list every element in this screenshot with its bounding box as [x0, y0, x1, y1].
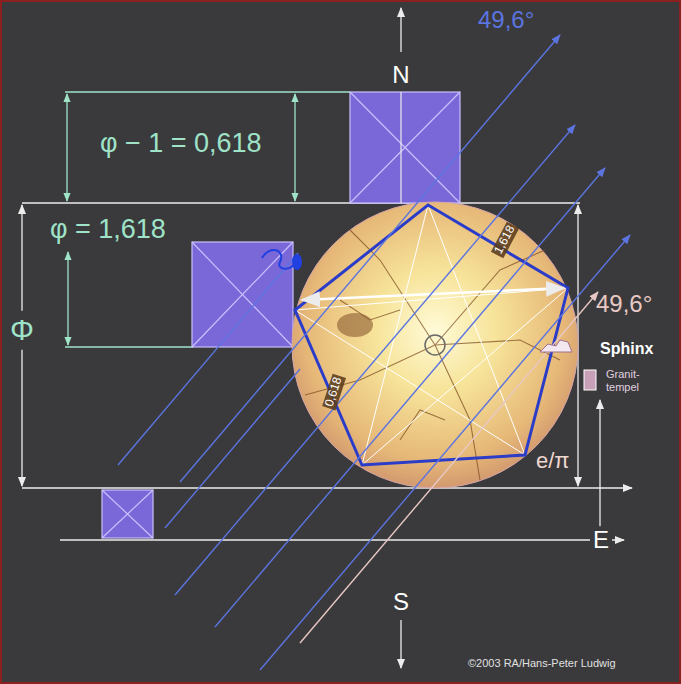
pentagram [295, 205, 568, 465]
reference-line [22, 202, 580, 203]
pyramid-square [192, 242, 293, 347]
sun-ray [180, 35, 560, 482]
pyramid-diagonals [192, 242, 293, 347]
sun-ray [175, 125, 575, 595]
marker-dot [292, 254, 302, 270]
sun-ray [118, 253, 298, 465]
disc-cracks [305, 230, 560, 480]
reference-line [22, 487, 632, 488]
south-arrow [400, 620, 401, 668]
compass-label: N [392, 61, 409, 89]
pyramid-diagonals [102, 490, 153, 538]
north-arrow [400, 8, 401, 52]
pyramid-square [350, 92, 460, 203]
pentagon [295, 205, 568, 465]
sun-ray [165, 369, 300, 528]
star-lines [295, 205, 568, 465]
sun-disc [292, 202, 578, 488]
crack [435, 340, 560, 360]
width-arrow [302, 288, 564, 300]
dimension-label: φ − 1 = 0,618 [100, 128, 262, 159]
dimension-label: Φ [10, 311, 34, 350]
east-axis [60, 539, 624, 540]
sun-ray [215, 168, 605, 627]
dimension-line [67, 252, 68, 345]
disc-stain [337, 313, 373, 337]
sphinx-icon [540, 340, 572, 352]
dimension-line [599, 400, 600, 538]
angle-label: 49,6° [596, 290, 652, 318]
frame-lines [22, 8, 632, 668]
pyramid-diagonals [350, 92, 460, 203]
temple-icon [584, 370, 596, 390]
meridian-line [400, 92, 401, 203]
angle-label: 49,6° [478, 6, 534, 34]
dimension-label: φ = 1,618 [50, 214, 166, 245]
crack [305, 345, 435, 395]
ratio-label: e/π [536, 448, 570, 473]
marker-curve [262, 250, 296, 269]
pyramid-square [102, 490, 153, 538]
sun-ray [260, 235, 630, 670]
copyright-note: ©2003 RA/Hans-Peter Ludwig [468, 657, 616, 670]
crack [400, 410, 445, 440]
dimension-line [65, 91, 350, 92]
center-mark [425, 335, 445, 355]
place-label: Sphinx [600, 340, 653, 358]
sun-ray [300, 292, 598, 643]
compass-label: E [590, 526, 612, 554]
compass-label: S [393, 588, 409, 616]
dimension-line [65, 346, 193, 347]
dimension-line [66, 94, 67, 201]
place-label: Granit- tempel [606, 368, 658, 393]
dimension-line [294, 94, 295, 201]
